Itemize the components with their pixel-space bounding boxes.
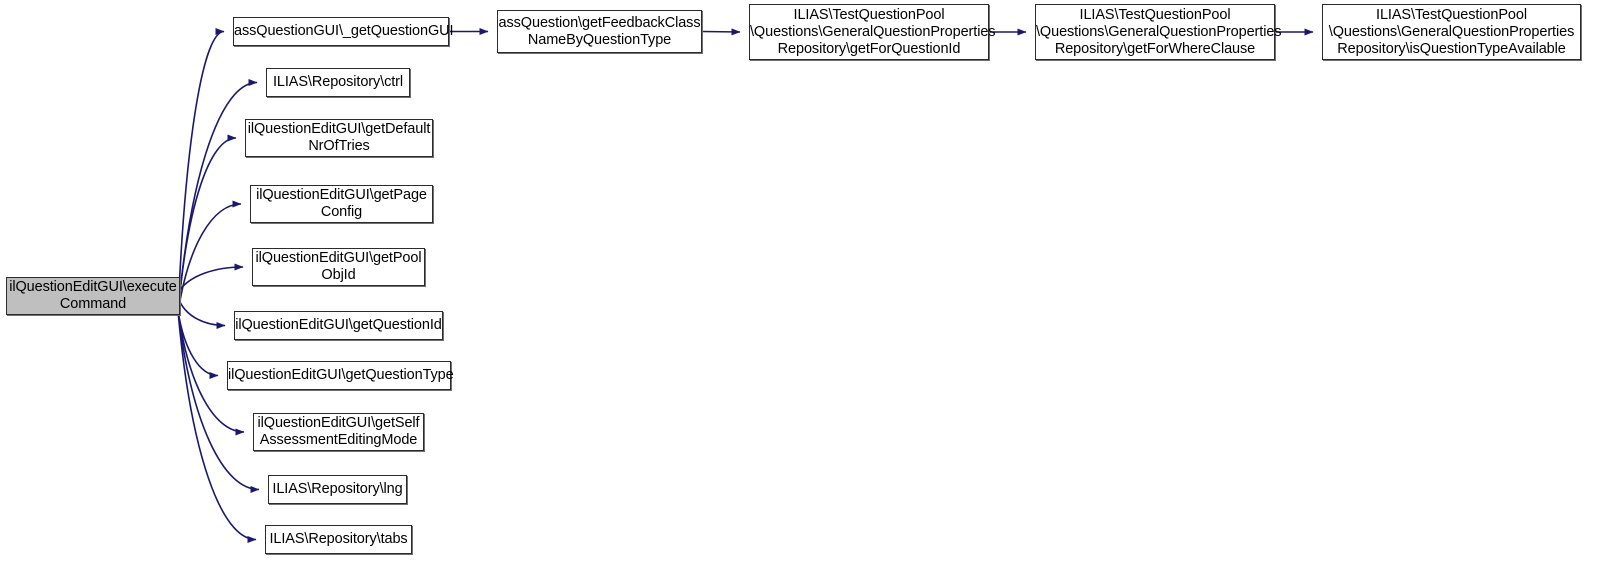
graph-node-getQuestionType[interactable]: ilQuestionEditGUI\getQuestionType xyxy=(227,361,454,390)
graph-node-root[interactable]: ilQuestionEditGUI\execute Command xyxy=(6,277,180,315)
graph-node-label: assQuestion\getFeedbackClass NameByQuest… xyxy=(498,14,701,48)
graph-node-lng[interactable]: ILIAS\Repository\lng xyxy=(268,475,407,504)
graph-edge-root-to-tabs xyxy=(177,310,257,543)
graph-node-label: ILIAS\Repository\lng xyxy=(272,481,403,497)
graph-edge-root-to-getQuestionId xyxy=(179,301,226,329)
graph-node-label: ILIAS\TestQuestionPool \Questions\Genera… xyxy=(1036,6,1282,57)
graph-node-label: ilQuestionEditGUI\getQuestionType xyxy=(228,367,454,383)
graph-node-label: ilQuestionEditGUI\getDefault NrOfTries xyxy=(247,121,431,154)
graph-node-label: ILIAS\Repository\tabs xyxy=(269,531,408,547)
graph-node-label: ILIAS\TestQuestionPool \Questions\Genera… xyxy=(750,6,996,57)
graph-node-getQuestionGUI[interactable]: assQuestionGUI\_getQuestionGUI xyxy=(233,17,454,46)
graph-edge-root-to-getPoolObjId xyxy=(179,263,244,291)
graph-edge-root-to-getQuestionType xyxy=(177,310,219,379)
graph-node-getQuestionId[interactable]: ilQuestionEditGUI\getQuestionId xyxy=(234,311,443,340)
graph-node-label: ilQuestionEditGUI\getQuestionId xyxy=(235,317,442,333)
graph-edge-getFeedbackClassName-to-getForQuestionId xyxy=(701,28,741,36)
graph-node-label: ilQuestionEditGUI\getPool ObjId xyxy=(255,250,422,283)
graph-node-tabs[interactable]: ILIAS\Repository\tabs xyxy=(265,525,412,554)
graph-node-getDefaultNrOfTries[interactable]: ilQuestionEditGUI\getDefault NrOfTries xyxy=(245,119,433,157)
graph-node-ctrl[interactable]: ILIAS\Repository\ctrl xyxy=(266,68,410,97)
graph-node-getPageConfig[interactable]: ilQuestionEditGUI\getPage Config xyxy=(250,185,433,223)
graph-node-label: ilQuestionEditGUI\getSelf AssessmentEdit… xyxy=(257,415,420,448)
graph-node-label: ILIAS\Repository\ctrl xyxy=(272,74,404,90)
graph-edge-root-to-getDefaultNrOfTries xyxy=(177,134,237,314)
graph-node-getFeedbackClassName[interactable]: assQuestion\getFeedbackClass NameByQuest… xyxy=(497,10,702,53)
graph-node-getForWhereClause[interactable]: ILIAS\TestQuestionPool \Questions\Genera… xyxy=(1035,4,1282,60)
graph-node-label: ILIAS\TestQuestionPool \Questions\Genera… xyxy=(1328,6,1575,57)
graph-node-label: ilQuestionEditGUI\getPage Config xyxy=(256,187,427,220)
graph-edge-root-to-getPageConfig xyxy=(177,200,242,314)
graph-node-label: ilQuestionEditGUI\execute Command xyxy=(9,279,177,312)
graph-edge-root-to-getQuestionGUI xyxy=(177,28,225,314)
graph-node-getPoolObjId[interactable]: ilQuestionEditGUI\getPool ObjId xyxy=(252,248,425,286)
graph-edge-root-to-ctrl xyxy=(177,79,258,314)
graph-node-getForQuestionId[interactable]: ILIAS\TestQuestionPool \Questions\Genera… xyxy=(749,4,996,60)
graph-node-label: assQuestionGUI\_getQuestionGUI xyxy=(234,23,454,39)
graph-node-isQuestionTypeAvailable[interactable]: ILIAS\TestQuestionPool \Questions\Genera… xyxy=(1322,4,1581,60)
graph-node-getSelfAssessmentEditingMode[interactable]: ilQuestionEditGUI\getSelf AssessmentEdit… xyxy=(253,413,424,451)
